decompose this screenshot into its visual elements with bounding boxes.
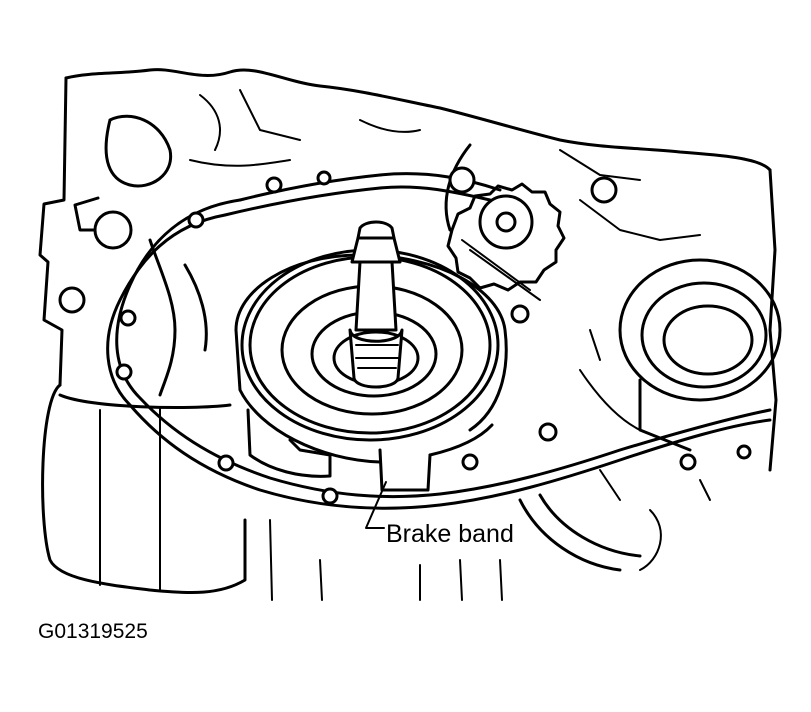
brake-band-label: Brake band	[386, 520, 514, 548]
left-castings	[58, 89, 301, 397]
callout-leader	[365, 481, 387, 529]
drive-gear	[446, 182, 566, 301]
figure-id-label: G01319525	[38, 620, 148, 643]
case-outline	[38, 68, 778, 595]
lower-housing	[269, 469, 711, 601]
input-shaft	[348, 220, 404, 389]
gasket-flange	[106, 170, 772, 510]
bearing-bore	[579, 258, 782, 452]
upper-castings	[359, 119, 701, 241]
